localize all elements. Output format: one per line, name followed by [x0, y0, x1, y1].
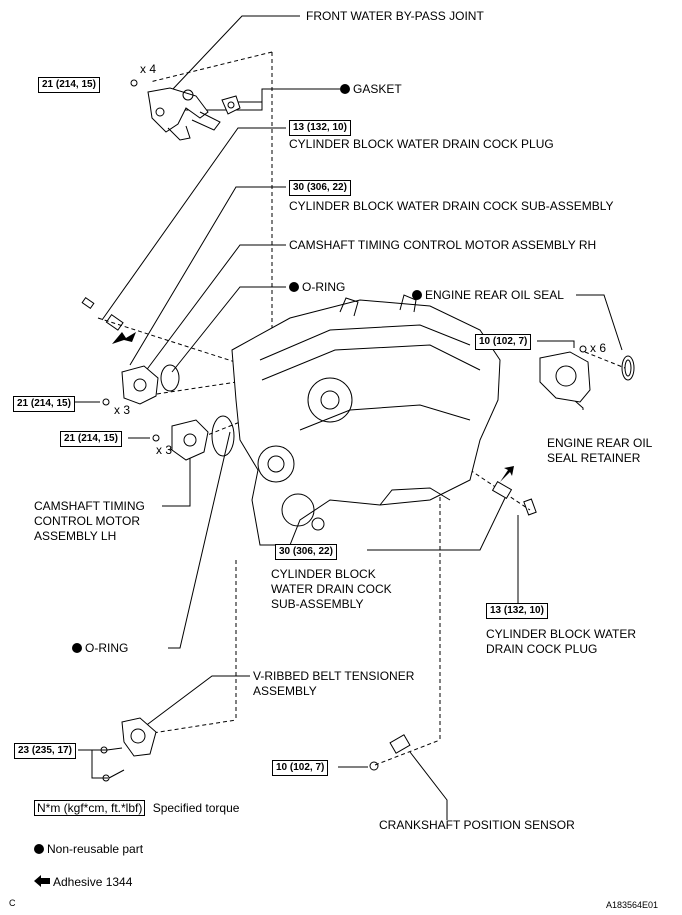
torque-drain-cock-mid: 30 (306, 22)	[275, 544, 337, 560]
qty-bypass-bolts: x 4	[140, 62, 157, 76]
drain-plug-top-part	[81, 296, 124, 331]
torque-motor-lh: 21 (214, 15)	[60, 431, 122, 447]
camshaft-motor-rh-part	[102, 364, 180, 406]
drain-cock-mid-part	[491, 480, 537, 516]
label-drain-cock-sub-mid: CYLINDER BLOCK WATER DRAIN COCK SUB-ASSE…	[271, 567, 392, 611]
belt-tensioner-part	[100, 717, 157, 782]
label-o-ring-top: O-RING	[289, 280, 345, 295]
label-camshaft-motor-rh: CAMSHAFT TIMING CONTROL MOTOR ASSEMBLY R…	[289, 238, 597, 252]
legend-non-reusable: Non-reusable part	[34, 842, 143, 857]
rear-seal-retainer-part	[539, 345, 635, 403]
torque-drain-cock-top: 30 (306, 22)	[289, 180, 351, 196]
torque-drain-plug-right: 13 (132, 10)	[486, 603, 548, 619]
engine-block	[231, 294, 501, 546]
label-camshaft-motor-lh: CAMSHAFT TIMING CONTROL MOTOR ASSEMBLY L…	[34, 499, 145, 543]
legend-adhesive: Adhesive 1344	[34, 875, 132, 890]
torque-drain-plug-top: 13 (132, 10)	[289, 120, 351, 136]
non-reusable-dot-icon	[72, 643, 82, 653]
label-gasket: GASKET	[340, 82, 402, 97]
corner-letter: C	[9, 898, 16, 908]
label-belt-tensioner: V-RIBBED BELT TENSIONER ASSEMBLY	[253, 669, 415, 698]
non-reusable-dot-icon	[289, 282, 299, 292]
legend-torque-unit: N*m (kgf*cm, ft.*lbf)	[34, 800, 146, 816]
label-drain-plug-right: CYLINDER BLOCK WATER DRAIN COCK PLUG	[486, 627, 637, 656]
torque-belt-tensioner: 23 (235, 17)	[14, 743, 76, 759]
leader-lines	[75, 15, 623, 820]
figure-id: A183564E01	[606, 900, 659, 910]
camshaft-motor-lh-part	[152, 415, 235, 461]
label-drain-plug-top: CYLINDER BLOCK WATER DRAIN COCK PLUG	[289, 137, 554, 151]
qty-motor-lh-bolts: x 3	[156, 443, 173, 457]
non-reusable-dot-icon	[340, 84, 350, 94]
torque-bypass-joint: 21 (214, 15)	[38, 77, 100, 93]
label-engine-rear-oil-seal: ENGINE REAR OIL SEAL	[412, 288, 564, 303]
non-reusable-dot-icon	[34, 844, 44, 854]
qty-retainer-bolts: x 6	[590, 341, 607, 355]
label-o-ring-bottom: O-RING	[72, 641, 128, 656]
torque-oil-seal-retainer: 10 (102, 7)	[475, 334, 532, 350]
label-rear-oil-seal-retainer: ENGINE REAR OIL SEAL RETAINER	[547, 436, 653, 465]
non-reusable-dot-icon	[412, 290, 422, 300]
torque-motor-rh: 21 (214, 15)	[13, 396, 75, 412]
bypass-joint-part	[130, 79, 241, 141]
adhesive-arrows	[112, 332, 514, 482]
crank-sensor-part	[369, 734, 411, 771]
label-crankshaft-sensor: CRANKSHAFT POSITION SENSOR	[379, 818, 575, 832]
torque-crank-sensor: 10 (102, 7)	[272, 760, 329, 776]
qty-motor-rh-bolts: x 3	[114, 403, 131, 417]
adhesive-arrow-icon	[34, 875, 50, 887]
label-front-water-bypass-joint: FRONT WATER BY-PASS JOINT	[306, 9, 484, 23]
legend-torque: N*m (kgf*cm, ft.*lbf) Specified torque	[34, 800, 240, 816]
label-drain-cock-sub-top: CYLINDER BLOCK WATER DRAIN COCK SUB-ASSE…	[289, 199, 614, 213]
legend-torque-text: Specified torque	[152, 801, 240, 815]
